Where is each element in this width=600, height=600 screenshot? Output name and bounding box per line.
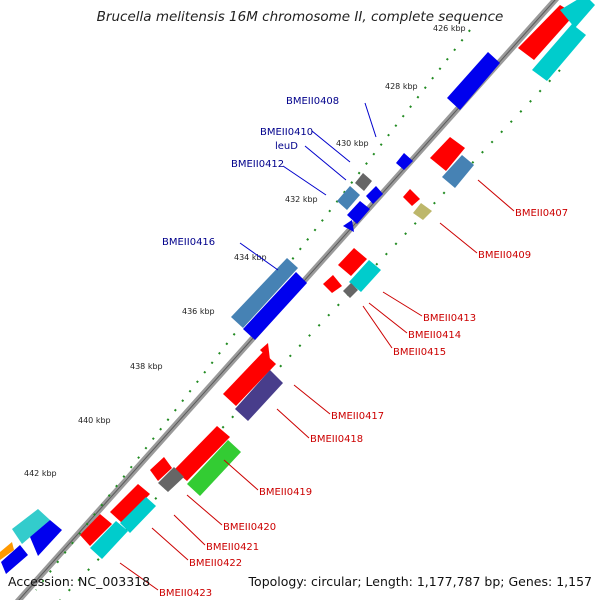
label-bmeii0410: BMEII0410 bbox=[260, 127, 313, 138]
gene-bmeii0417-b bbox=[260, 343, 270, 360]
gene-small-red bbox=[323, 275, 342, 293]
gene-left-c bbox=[1, 545, 28, 574]
gene-bmeii0416 bbox=[231, 258, 298, 328]
genes-label: Genes: bbox=[508, 574, 553, 589]
gene-bmeii0413 bbox=[338, 248, 367, 276]
gene-bmeii0418 bbox=[235, 370, 283, 421]
gene-bmeii0408 bbox=[447, 52, 500, 110]
gene-bmeii0421 bbox=[110, 484, 150, 523]
tick-track bbox=[35, 29, 561, 600]
genes-value: 1,157 bbox=[556, 574, 592, 589]
gene-small-c bbox=[343, 220, 354, 232]
gene-bmeii0422 bbox=[120, 497, 156, 533]
sequence-info: Topology: circular; Length: 1,177,787 bp… bbox=[248, 574, 592, 589]
gene-bmeii0409 bbox=[403, 189, 420, 206]
label-bmeii0417: BMEII0417 bbox=[331, 411, 384, 422]
length-value: 1,177,787 bp bbox=[416, 574, 501, 589]
forward-label-lines bbox=[239, 102, 377, 271]
map-title: Brucella melitensis 16M chromosome II, c… bbox=[96, 9, 504, 25]
label-bmeii0415: BMEII0415 bbox=[393, 347, 446, 358]
tick-label: 428 kbp bbox=[385, 82, 418, 91]
gene-bmeii0410 bbox=[396, 153, 413, 170]
gene-bmeii0407 bbox=[430, 137, 465, 171]
forward-labels: BMEII0408 BMEII0410 leuD BMEII0412 BMEII… bbox=[162, 96, 339, 248]
label-bmeii0416: BMEII0416 bbox=[162, 237, 215, 248]
label-bmeii0418: BMEII0418 bbox=[310, 434, 363, 445]
label-bmeii0409: BMEII0409 bbox=[478, 250, 531, 261]
gene-bmeii0420 bbox=[150, 457, 172, 481]
label-bmeii0407: BMEII0407 bbox=[515, 208, 568, 219]
gene-leud bbox=[355, 173, 372, 191]
gene-topright-cyan2 bbox=[560, 0, 595, 28]
accession-label: Accession: bbox=[8, 574, 75, 589]
gene-bmeii0423-b bbox=[90, 521, 128, 559]
reverse-labels: BMEII0407 BMEII0409 BMEII0413 BMEII0414 … bbox=[159, 208, 568, 599]
tick-label: 434 kbp bbox=[234, 253, 267, 262]
gene-bmeii0423 bbox=[80, 514, 112, 546]
tick-labels: 426 kbp 428 kbp 430 kbp 432 kbp 434 kbp … bbox=[24, 24, 466, 478]
reverse-genes bbox=[80, 0, 595, 559]
label-bmeii0419: BMEII0419 bbox=[259, 487, 312, 498]
label-bmeii0413: BMEII0413 bbox=[423, 313, 476, 324]
gene-bmeii0412 bbox=[337, 186, 360, 210]
gene-topright-cyan bbox=[532, 24, 586, 81]
reverse-label-lines bbox=[119, 179, 515, 591]
gene-topright-red bbox=[518, 5, 575, 60]
label-bmeii0423: BMEII0423 bbox=[159, 588, 212, 599]
gene-bmeii0419 bbox=[174, 426, 230, 481]
length-label: Length: bbox=[365, 574, 413, 589]
gene-bmeii0420-b bbox=[158, 467, 184, 492]
tick-label: 436 kbp bbox=[182, 307, 215, 316]
gene-left-a bbox=[12, 509, 50, 544]
gene-bmeii0415 bbox=[343, 283, 358, 298]
label-leud: leuD bbox=[275, 141, 298, 152]
gene-small-a bbox=[366, 186, 383, 204]
map-footer: Accession: NC_003318 Topology: circular;… bbox=[0, 572, 600, 594]
accession-value: NC_003318 bbox=[78, 574, 151, 589]
gene-left-b bbox=[30, 520, 62, 556]
tick-label: 426 kbp bbox=[433, 24, 466, 33]
label-bmeii0422: BMEII0422 bbox=[189, 558, 242, 569]
tick-label: 440 kbp bbox=[78, 416, 111, 425]
gene-bmeii0416-b bbox=[243, 272, 307, 340]
tick-label: 442 kbp bbox=[24, 469, 57, 478]
label-bmeii0408: BMEII0408 bbox=[286, 96, 339, 107]
tick-label: 432 kbp bbox=[285, 195, 318, 204]
topology-label: Topology: bbox=[248, 574, 308, 589]
gene-bmeii0414 bbox=[349, 260, 381, 292]
label-bmeii0420: BMEII0420 bbox=[223, 522, 276, 533]
gene-small-b bbox=[347, 201, 370, 224]
gene-bmeii0409-b bbox=[413, 203, 432, 220]
gene-bmeii0417 bbox=[223, 352, 276, 406]
tick-label: 430 kbp bbox=[336, 139, 369, 148]
label-bmeii0412: BMEII0412 bbox=[231, 159, 284, 170]
forward-genes bbox=[0, 52, 500, 574]
tick-label: 438 kbp bbox=[130, 362, 163, 371]
gene-bmeii0419-b bbox=[187, 440, 241, 496]
gene-bmeii0407-b bbox=[442, 155, 474, 188]
gene-left-d bbox=[0, 542, 14, 560]
label-bmeii0421: BMEII0421 bbox=[206, 542, 259, 553]
accession-info: Accession: NC_003318 bbox=[8, 574, 150, 589]
label-bmeii0414: BMEII0414 bbox=[408, 330, 461, 341]
topology-value: circular bbox=[311, 574, 358, 589]
